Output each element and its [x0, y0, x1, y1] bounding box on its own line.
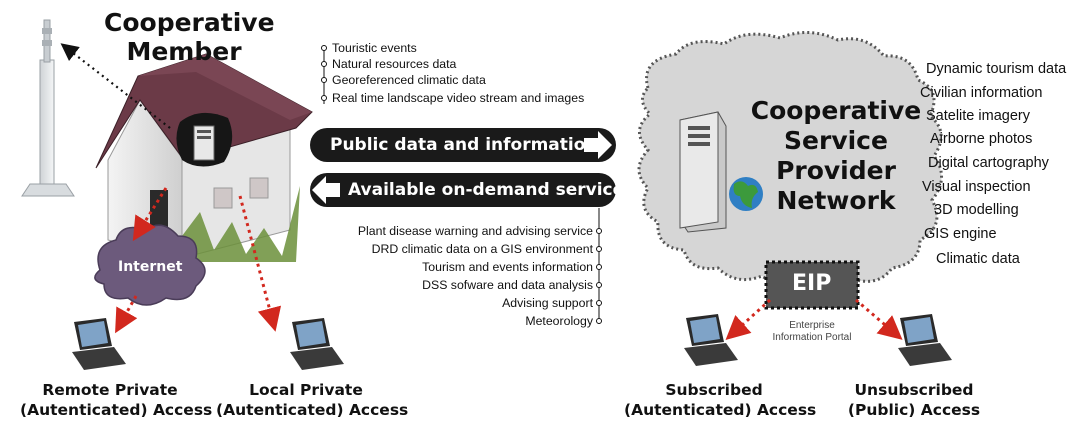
- internet-cloud-icon: [94, 224, 206, 306]
- subscribed-access-caption: Subscribed (Autenticated) Access: [624, 380, 817, 420]
- subscribed-laptop-icon: [684, 314, 738, 366]
- remote-access-line1: Remote Private: [42, 381, 178, 399]
- service-provider-cloud-icon: [637, 31, 943, 287]
- provider-title-line3: Provider: [776, 156, 896, 185]
- eip-label: EIP: [792, 271, 832, 296]
- public-data-arrow: [310, 128, 616, 162]
- cooperative-member-house-icon: [95, 53, 313, 262]
- member-title: Cooperative Member: [104, 8, 275, 66]
- public-data-item: Touristic events: [332, 41, 417, 55]
- eip-subtitle: Enterprise Information Portal: [752, 320, 872, 344]
- provider-data-item: Airborne photos: [930, 131, 1033, 147]
- antenna-tower-icon: [21, 19, 75, 197]
- public-data-item: Real time landscape video stream and ima…: [332, 91, 585, 105]
- provider-title-line2: Service: [784, 126, 888, 155]
- provider-data-item: Civilian information: [920, 85, 1043, 101]
- subscribed-access-line1: Subscribed: [665, 381, 763, 399]
- provider-data-item: Digital cartography: [928, 155, 1049, 171]
- member-title-line2: Member: [126, 37, 242, 66]
- provider-data-item: Visual inspection: [922, 179, 1031, 195]
- provider-data-item: 3D modelling: [934, 202, 1019, 218]
- house-internet-link: [132, 187, 168, 242]
- service-item: Meteorology: [525, 314, 593, 328]
- internet-remote-link: [115, 295, 138, 334]
- provider-data-item: Dynamic tourism data: [926, 61, 1067, 77]
- unsubscribed-access-line2: (Public) Access: [847, 401, 981, 419]
- provider-data-item: GIS engine: [924, 226, 997, 242]
- remote-access-line2: (Autenticated) Access: [20, 401, 213, 419]
- service-item: DSS sofware and data analysis: [422, 278, 593, 292]
- service-item: Plant disease warning and advising servi…: [357, 224, 593, 238]
- house-local-link: [238, 195, 282, 332]
- service-item: Advising support: [502, 296, 593, 310]
- eip-box: [764, 260, 860, 310]
- unsubscribed-access-caption: Unsubscribed (Public) Access: [834, 380, 994, 420]
- public-data-item: Georeferenced climatic data: [332, 73, 486, 87]
- local-laptop-icon: [290, 318, 344, 370]
- eip-subscribed-link: [725, 298, 772, 341]
- eip-subtitle-line1: Enterprise: [789, 320, 835, 331]
- eip-subtitle-line2: Information Portal: [772, 332, 852, 343]
- local-access-line1: Local Private: [249, 381, 363, 399]
- public-data-timeline: [321, 45, 327, 104]
- on-demand-services-arrow: [310, 173, 616, 207]
- remote-access-caption: Remote Private (Autenticated) Access: [20, 380, 213, 420]
- provider-title-line4: Network: [776, 186, 896, 215]
- internet-label: Internet: [118, 259, 183, 275]
- antenna-link: [60, 43, 171, 129]
- public-data-arrow-label: Public data and information: [330, 135, 598, 155]
- service-item: Tourism and events information: [422, 260, 593, 274]
- provider-title-line1: Cooperative: [750, 96, 922, 125]
- unsubscribed-access-line1: Unsubscribed: [854, 381, 974, 399]
- provider-data-item: Satelite imagery: [926, 108, 1030, 124]
- service-item: DRD climatic data on a GIS environment: [371, 242, 593, 256]
- public-data-item: Natural resources data: [332, 57, 457, 71]
- services-timeline: [596, 208, 602, 324]
- remote-laptop-icon: [72, 318, 126, 370]
- provider-title: Cooperative Service Provider Network: [736, 96, 936, 216]
- local-access-line2: (Autenticated) Access: [216, 401, 409, 419]
- subscribed-access-line2: (Autenticated) Access: [624, 401, 817, 419]
- local-access-caption: Local Private (Autenticated) Access: [216, 380, 409, 420]
- provider-data-item: Climatic data: [936, 251, 1020, 267]
- unsubscribed-laptop-icon: [898, 314, 952, 366]
- eip-unsubscribed-link: [855, 298, 903, 340]
- member-title-line1: Cooperative: [104, 8, 275, 37]
- services-arrow-label: Available on-demand services: [348, 180, 635, 200]
